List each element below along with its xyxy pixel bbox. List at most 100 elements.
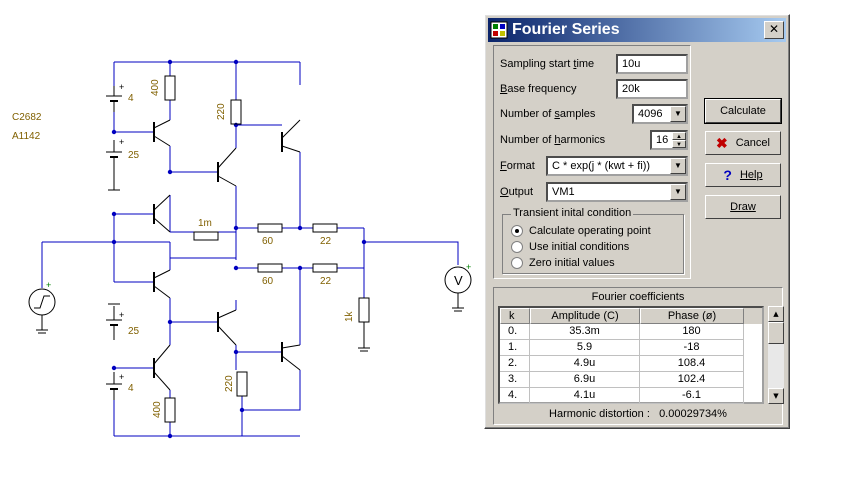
transistors xyxy=(153,119,301,391)
cell-amplitude: 4.1u xyxy=(530,388,640,404)
radio-label: Use initial conditions xyxy=(529,241,630,253)
harmonic-distortion: Harmonic distortion : 0.00029734% xyxy=(494,408,782,420)
scroll-up-icon[interactable]: ▲ xyxy=(768,306,784,322)
battery-bot-1-label: 25 xyxy=(128,326,140,337)
radio-icon[interactable] xyxy=(511,241,523,253)
plus-sign: + xyxy=(119,82,124,92)
number-of-samples-value: 4096 xyxy=(638,108,663,120)
spin-up-icon[interactable]: ▲ xyxy=(672,132,686,140)
cell-k: 0. xyxy=(500,324,530,340)
table-row[interactable]: 4. 4.1u -6.1 xyxy=(500,388,762,404)
r-load-label: 1k xyxy=(344,310,355,322)
cell-k: 4. xyxy=(500,388,530,404)
battery-top-1-label: 4 xyxy=(128,93,134,104)
r-bot-220-label: 220 xyxy=(224,375,235,392)
resistors xyxy=(164,75,370,423)
batteries xyxy=(106,86,122,400)
table-row[interactable]: 3. 6.9u 102.4 xyxy=(500,372,762,388)
voltmeter[interactable]: V + xyxy=(444,262,472,312)
battery-top-2-label: 25 xyxy=(128,150,140,161)
number-of-samples-select[interactable]: 4096 ▼ xyxy=(632,104,688,124)
r-22-bot-label: 22 xyxy=(320,276,332,287)
transistor-label-pnp: A1142 xyxy=(12,131,41,142)
cell-k: 1. xyxy=(500,340,530,356)
chevron-down-icon[interactable]: ▼ xyxy=(670,106,686,122)
scroll-down-icon[interactable]: ▼ xyxy=(768,388,784,404)
column-header-k[interactable]: k xyxy=(500,308,530,324)
radio-icon[interactable] xyxy=(511,257,523,269)
number-of-harmonics-value: 16 xyxy=(656,134,669,146)
table-row[interactable]: 2. 4.9u 108.4 xyxy=(500,356,762,372)
output-label: Output xyxy=(500,186,534,198)
cell-amplitude: 4.9u xyxy=(530,356,640,372)
number-of-samples-label: Number of samples xyxy=(500,108,596,120)
radio-calculate-operating-point[interactable]: Calculate operating point xyxy=(511,225,651,237)
table-row[interactable]: 0. 35.3m 180 xyxy=(500,324,762,340)
spin-buttons[interactable]: ▲▼ xyxy=(672,132,686,148)
column-header-phase[interactable]: Phase (ø) xyxy=(640,308,744,324)
r-top-400-label: 400 xyxy=(150,79,161,96)
plus-sign: + xyxy=(119,310,124,320)
cancel-button[interactable]: ✖ Cancel xyxy=(705,131,781,155)
table-scrollbar[interactable]: ▲ ▼ xyxy=(768,306,784,404)
chevron-down-icon[interactable]: ▼ xyxy=(670,184,686,200)
calculate-button[interactable]: Calculate xyxy=(704,98,782,124)
fourier-coefficients-panel: Fourier coefficients k Amplitude (C) Pha… xyxy=(493,287,784,425)
sampling-start-time-label: Sampling start time xyxy=(500,58,595,70)
title-bar[interactable]: Fourier Series ✕ xyxy=(488,18,786,42)
base-frequency-input[interactable]: 20k xyxy=(616,79,688,99)
cell-phase: -18 xyxy=(640,340,744,356)
plus-sign: + xyxy=(119,137,124,147)
table-row[interactable]: 1. 5.9 -18 xyxy=(500,340,762,356)
output-value: VM1 xyxy=(552,186,575,198)
cell-amplitude: 35.3m xyxy=(530,324,640,340)
close-button[interactable]: ✕ xyxy=(764,21,784,39)
circuit-schematic[interactable]: 400 220 1m 60 22 60 22 1k 220 400 4 25 2… xyxy=(0,0,480,498)
sampling-start-time-input[interactable]: 10u xyxy=(616,54,688,74)
signal-source[interactable]: + xyxy=(28,280,56,334)
cell-phase: -6.1 xyxy=(640,388,744,404)
cell-k: 2. xyxy=(500,356,530,372)
format-select[interactable]: C * exp(j * (kwt + fi)) ▼ xyxy=(546,156,688,176)
help-icon: ? xyxy=(723,167,732,183)
cancel-label: Cancel xyxy=(735,137,770,149)
table-header: k Amplitude (C) Phase (ø) xyxy=(500,308,762,324)
transient-group-title: Transient inital condition xyxy=(511,207,634,219)
radio-use-initial-conditions[interactable]: Use initial conditions xyxy=(511,241,629,253)
radio-selected-icon[interactable] xyxy=(511,225,523,237)
calculate-label: Calculate xyxy=(720,105,766,117)
coefficients-table[interactable]: k Amplitude (C) Phase (ø) 0. 35.3m 180 1… xyxy=(498,306,764,404)
r-22-top-label: 22 xyxy=(320,236,332,247)
chevron-down-icon[interactable]: ▼ xyxy=(670,158,686,174)
plus-sign: + xyxy=(119,372,124,382)
wires xyxy=(41,61,459,437)
battery-bot-2-label: 4 xyxy=(128,383,134,394)
r-1m-label: 1m xyxy=(198,218,212,229)
parameters-panel: Sampling start time 10u Base frequency 2… xyxy=(493,45,691,279)
r-bot-400-label: 400 xyxy=(152,401,163,418)
radio-label: Calculate operating point xyxy=(529,225,651,237)
radio-zero-initial-values[interactable]: Zero initial values xyxy=(511,257,615,269)
cell-amplitude: 5.9 xyxy=(530,340,640,356)
radio-label: Zero initial values xyxy=(529,257,615,269)
r-60-top-label: 60 xyxy=(262,236,274,247)
fourier-series-dialog: Fourier Series ✕ Sampling start time 10u… xyxy=(484,14,790,429)
distortion-value: 0.00029734% xyxy=(659,408,727,420)
help-button[interactable]: ? Help xyxy=(705,163,781,187)
cell-phase: 180 xyxy=(640,324,744,340)
column-header-amplitude[interactable]: Amplitude (C) xyxy=(530,308,640,324)
number-of-harmonics-stepper[interactable]: 16 ▲▼ xyxy=(650,130,688,150)
draw-button[interactable]: Draw xyxy=(705,195,781,219)
scroll-thumb[interactable] xyxy=(768,322,784,344)
dialog-title: Fourier Series xyxy=(512,21,620,38)
r-60-bot-label: 60 xyxy=(262,276,274,287)
cell-phase: 102.4 xyxy=(640,372,744,388)
close-icon: ✖ xyxy=(716,134,728,151)
output-select[interactable]: VM1 ▼ xyxy=(546,182,688,202)
number-of-harmonics-label: Number of harmonics xyxy=(500,134,606,146)
format-label: Format xyxy=(500,160,535,172)
voltmeter-plus: + xyxy=(466,262,471,272)
help-label: Help xyxy=(739,169,763,181)
spin-down-icon[interactable]: ▼ xyxy=(672,140,686,148)
transient-condition-group: Transient inital condition Calculate ope… xyxy=(502,207,684,274)
